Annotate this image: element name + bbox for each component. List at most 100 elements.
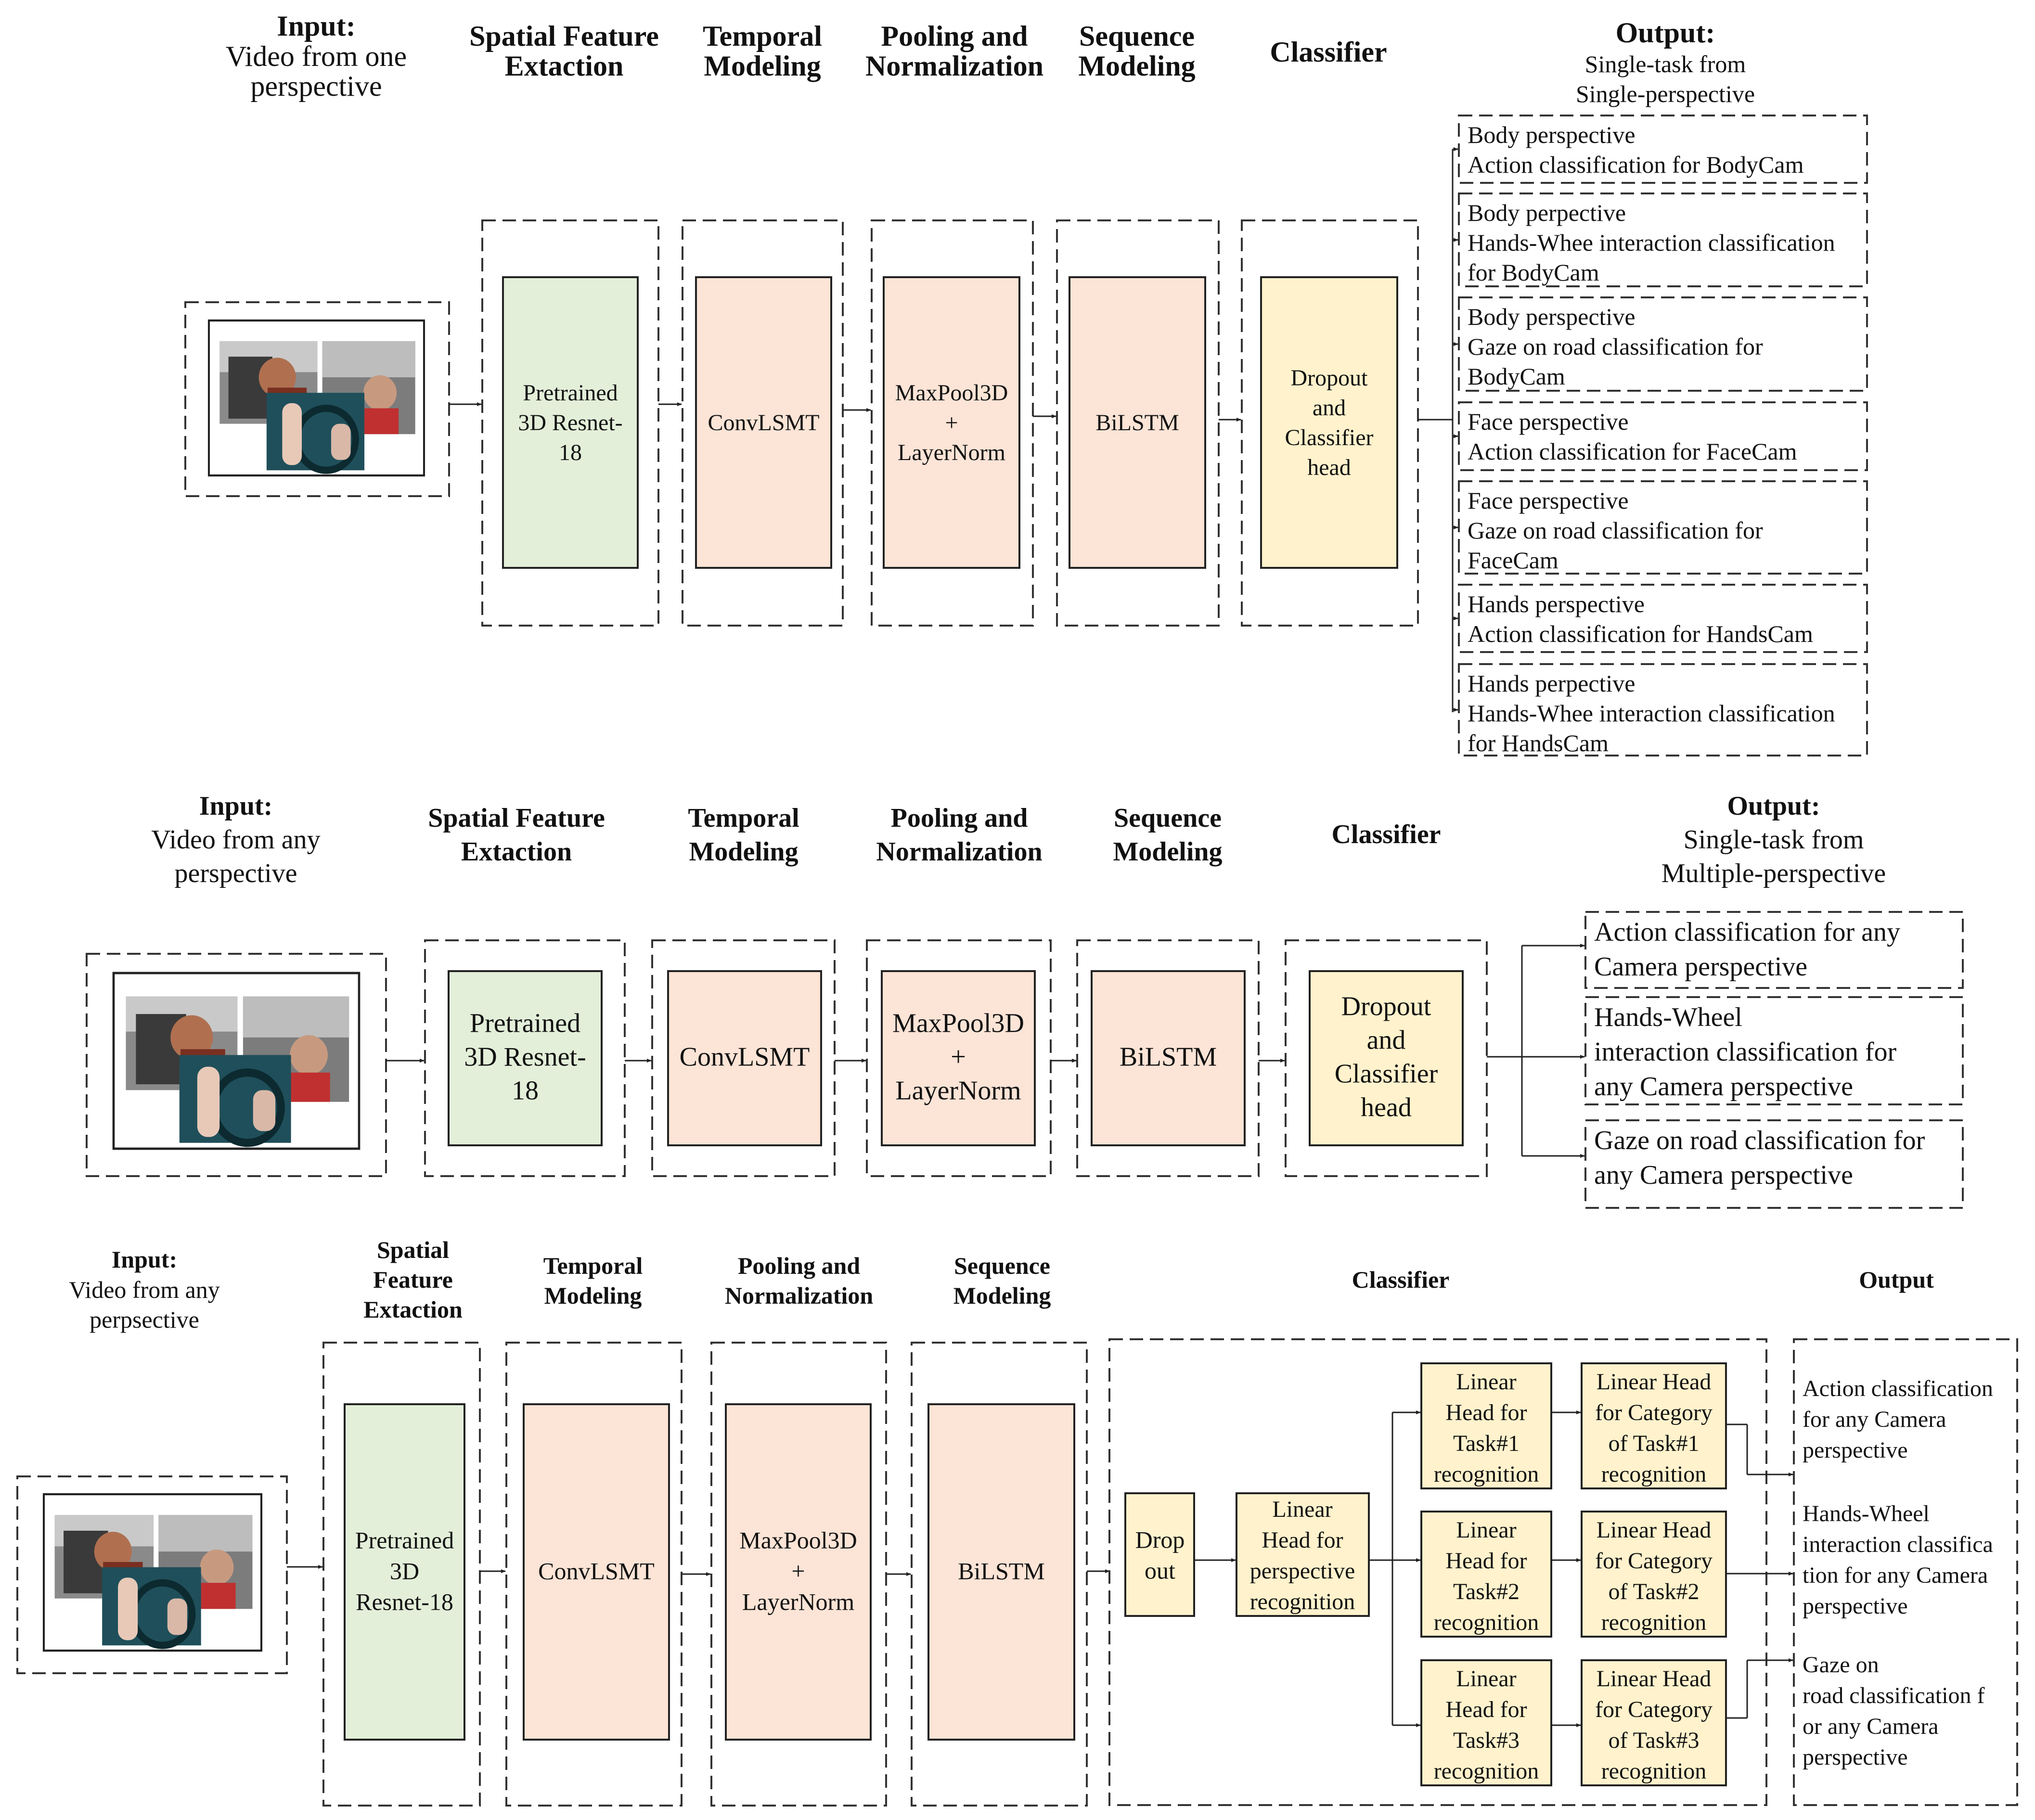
stage-header-line: Spatial Feature xyxy=(469,20,659,52)
block-label-line: recognition xyxy=(1601,1758,1707,1784)
output-item-line: Camera perspective xyxy=(1594,952,1807,982)
output-title-line: Output: xyxy=(1616,17,1715,49)
block-label-line: recognition xyxy=(1434,1610,1539,1635)
block-label-line: 3D Resnet- xyxy=(464,1042,586,1072)
block-label-line: Pretrained xyxy=(523,380,618,406)
input-title-line: Input: xyxy=(199,791,273,821)
stage-block xyxy=(523,1403,670,1741)
stage-header-line: Normalization xyxy=(865,50,1043,82)
block-label-line: LayerNorm xyxy=(895,1076,1021,1105)
input-frame xyxy=(184,301,450,497)
output-item-frame xyxy=(1458,584,1868,653)
video-frames-icon xyxy=(209,320,424,475)
block-label-line: recognition xyxy=(1601,1461,1707,1487)
stage-header-line: Modeling xyxy=(1113,837,1222,867)
block-label-line: Linear xyxy=(1456,1666,1516,1692)
stage-header-line: Pooling and xyxy=(891,803,1028,833)
stage-block xyxy=(881,970,1036,1146)
block-label-line: 3D Resnet- xyxy=(518,410,622,436)
stage-block xyxy=(1069,276,1206,569)
stage-header-line: Spatial Feature xyxy=(428,803,605,833)
block-label-line: MaxPool3D xyxy=(892,1008,1024,1038)
stage-header-line: Output xyxy=(1859,1266,1934,1293)
task-head-block xyxy=(1420,1659,1552,1786)
stage-header-line: Pooling and xyxy=(881,20,1028,52)
output-item-line: Hands-Whee interaction classification xyxy=(1468,229,1835,256)
block-label-line: out xyxy=(1145,1557,1175,1584)
category-head-block xyxy=(1581,1659,1727,1786)
stage-header-line: Normalization xyxy=(725,1282,873,1309)
stage-header-line: Spatial xyxy=(377,1236,449,1263)
stage-header-line: Feature xyxy=(373,1266,453,1293)
block-label-line: of Task#2 xyxy=(1608,1579,1699,1604)
block-label-line: and xyxy=(1367,1025,1406,1055)
stage-header-line: Classifier xyxy=(1352,1266,1450,1293)
output-item-frame xyxy=(1458,401,1868,471)
block-label-line: ConvLSMT xyxy=(680,1042,810,1072)
block-label-line: 18 xyxy=(512,1076,539,1105)
stage-block xyxy=(448,970,603,1146)
output-item-line: road classification f xyxy=(1803,1683,1985,1708)
stage-block xyxy=(1260,276,1398,569)
block-label-line: Linear xyxy=(1272,1497,1332,1522)
output-title-line: Output: xyxy=(1727,791,1820,821)
input-title-line: Input: xyxy=(277,10,355,42)
stage-block xyxy=(695,276,832,569)
stage-block xyxy=(502,276,639,569)
block-label-line: + xyxy=(951,1042,966,1072)
input-desc-line: perspective xyxy=(250,70,382,102)
dropout-block xyxy=(1124,1492,1195,1617)
stage-header-line: Extaction xyxy=(505,50,624,82)
block-label-line: Task#3 xyxy=(1453,1728,1520,1753)
block-label-line: Task#1 xyxy=(1453,1431,1520,1456)
output-item-line: or any Camera xyxy=(1803,1714,1939,1739)
stage-frame xyxy=(1076,939,1260,1177)
output-item-line: perspective xyxy=(1803,1437,1908,1463)
classifier-frame xyxy=(1108,1338,1767,1806)
output-item-line: BodyCam xyxy=(1468,363,1565,390)
output-desc-line: Multiple-perspective xyxy=(1661,859,1886,888)
output-item-frame xyxy=(1458,663,1868,756)
output-item-line: Gaze on road classification for xyxy=(1468,517,1763,544)
stage-frame xyxy=(322,1342,481,1807)
video-frames-icon xyxy=(114,973,359,1149)
block-label-line: Drop xyxy=(1135,1526,1185,1553)
output-item-line: Body perpective xyxy=(1468,199,1626,226)
stage-header-line: Extaction xyxy=(363,1296,463,1323)
stage-frame xyxy=(1285,939,1488,1177)
block-label-line: recognition xyxy=(1434,1461,1539,1487)
output-item-line: Hands-Wheel xyxy=(1803,1501,1930,1526)
stage-frame xyxy=(1056,219,1220,627)
block-label-line: LayerNorm xyxy=(742,1589,854,1615)
block-label-line: for Category xyxy=(1595,1697,1713,1722)
output-item-line: Action classification for HandsCam xyxy=(1468,620,1813,647)
stage-header-line: Classifier xyxy=(1270,36,1387,68)
output-item-frame xyxy=(1458,115,1868,184)
block-label-line: Linear Head xyxy=(1597,1369,1712,1395)
block-label-line: for Category xyxy=(1595,1548,1713,1574)
block-label-line: BiLSTM xyxy=(1095,410,1179,436)
output-item-line: Gaze on xyxy=(1803,1652,1879,1678)
output-item-line: perspective xyxy=(1803,1593,1908,1619)
block-label-line: 3D xyxy=(390,1558,419,1585)
output-frame xyxy=(1793,1338,2018,1806)
output-item-line: interaction classifica xyxy=(1803,1532,1993,1557)
task-head-block xyxy=(1420,1362,1552,1489)
block-label-line: ConvLSMT xyxy=(708,410,819,436)
block-label-line: Linear Head xyxy=(1597,1517,1712,1543)
stage-header-line: Modeling xyxy=(953,1282,1051,1309)
input-title-line: Input: xyxy=(112,1246,177,1273)
block-label-line: Dropout xyxy=(1291,365,1368,391)
output-item-line: for BodyCam xyxy=(1468,259,1599,286)
output-item-line: Action classification for any xyxy=(1594,917,1900,947)
output-item-frame xyxy=(1584,1119,1964,1209)
stage-block xyxy=(927,1403,1075,1741)
block-label-line: ConvLSMT xyxy=(538,1558,655,1585)
block-label-line: BiLSTM xyxy=(958,1558,1045,1585)
stage-block xyxy=(1091,970,1246,1146)
stage-block xyxy=(883,276,1020,569)
block-label-line: perspective xyxy=(1250,1558,1355,1584)
perspective-head-block xyxy=(1236,1492,1370,1617)
block-label-line: 18 xyxy=(559,440,582,465)
